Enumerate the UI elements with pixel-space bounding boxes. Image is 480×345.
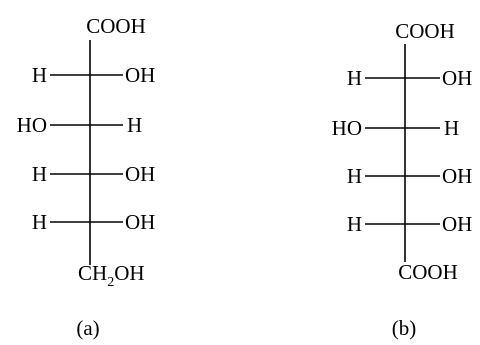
- row-1-left: H: [347, 66, 362, 90]
- row-4-left: H: [347, 212, 362, 236]
- row-4-right: OH: [442, 212, 472, 236]
- top-group-label: COOH: [86, 14, 146, 38]
- row-1-right: OH: [125, 63, 155, 87]
- structure-b: COOH H OH HO H H OH H OH COOH (b): [332, 19, 473, 340]
- row-4-left: H: [32, 210, 47, 234]
- row-3-right: OH: [125, 162, 155, 186]
- row-4-right: OH: [125, 210, 155, 234]
- top-group-label: COOH: [395, 19, 455, 43]
- bottom-group-suffix: OH: [114, 261, 144, 285]
- row-1-left: H: [32, 63, 47, 87]
- structure-a: COOH H OH HO H H OH H OH CH2OH (a): [17, 14, 156, 340]
- row-3-left: H: [347, 164, 362, 188]
- bottom-group-subscript: 2: [107, 275, 114, 290]
- row-3-right: OH: [442, 164, 472, 188]
- row-2-right: H: [127, 113, 142, 137]
- bottom-group-prefix: COOH: [398, 260, 458, 284]
- row-2-left: HO: [17, 113, 47, 137]
- bottom-group-label: COOH: [398, 260, 458, 284]
- bottom-group-prefix: CH: [78, 261, 107, 285]
- row-1-right: OH: [442, 66, 472, 90]
- row-3-left: H: [32, 162, 47, 186]
- row-2-right: H: [444, 116, 459, 140]
- bottom-group-label: CH2OH: [78, 261, 145, 290]
- caption-a: (a): [76, 316, 99, 340]
- caption-b: (b): [392, 316, 417, 340]
- row-2-left: HO: [332, 116, 362, 140]
